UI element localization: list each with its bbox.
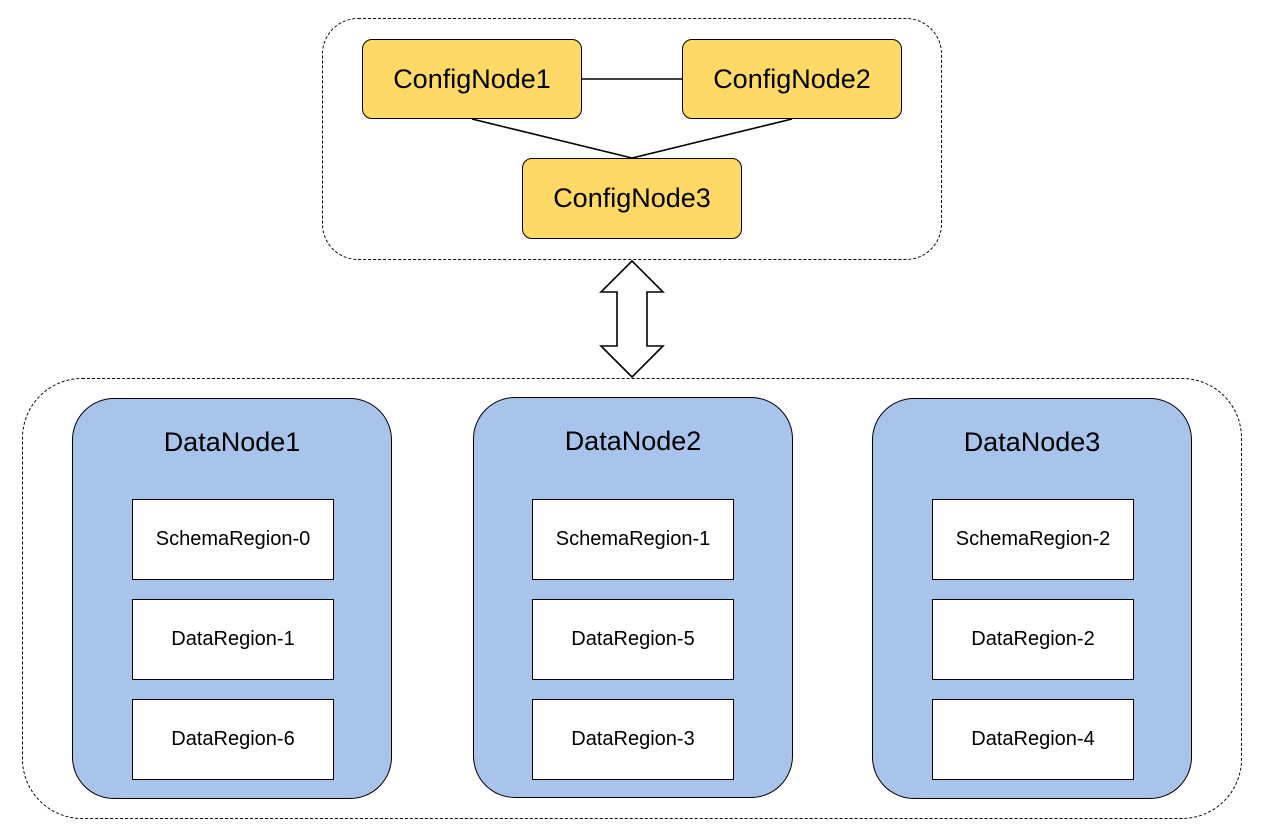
confignode-2-label: ConfigNode2 bbox=[713, 63, 871, 94]
region-label: DataRegion-3 bbox=[571, 728, 695, 750]
link-confignode2-confignode3 bbox=[631, 118, 793, 159]
region-label: DataRegion-4 bbox=[971, 728, 1095, 750]
datanode-2: DataNode2 SchemaRegion-1 DataRegion-5 Da… bbox=[473, 397, 793, 798]
confignode-1: ConfigNode1 bbox=[362, 39, 582, 119]
confignode-2: ConfigNode2 bbox=[682, 39, 902, 119]
datanode-cluster bbox=[22, 378, 1242, 819]
datanode-1-region-3: DataRegion-6 bbox=[132, 699, 334, 780]
datanode-3-region-1: SchemaRegion-2 bbox=[932, 499, 1134, 580]
confignode-3-label: ConfigNode3 bbox=[553, 183, 711, 213]
region-label: DataRegion-1 bbox=[171, 628, 295, 650]
datanode-2-title: DataNode2 bbox=[564, 426, 702, 456]
region-label: SchemaRegion-0 bbox=[155, 528, 311, 550]
confignode-3: ConfigNode3 bbox=[522, 158, 742, 239]
datanode-1-region-1: SchemaRegion-0 bbox=[132, 499, 334, 580]
region-label: DataRegion-2 bbox=[971, 628, 1095, 650]
datanode-3-region-2: DataRegion-2 bbox=[932, 599, 1134, 680]
datanode-1-region-2: DataRegion-1 bbox=[132, 599, 334, 680]
datanode-1: DataNode1 SchemaRegion-0 DataRegion-1 Da… bbox=[72, 398, 392, 799]
bidirectional-arrow-icon bbox=[599, 259, 665, 379]
datanode-2-region-2: DataRegion-5 bbox=[532, 599, 734, 680]
region-label: DataRegion-5 bbox=[571, 628, 695, 650]
datanode-1-title: DataNode1 bbox=[163, 427, 301, 457]
confignode-cluster bbox=[322, 18, 942, 260]
region-label: DataRegion-6 bbox=[171, 728, 295, 750]
link-confignode1-confignode3 bbox=[471, 118, 633, 159]
confignode-1-label: ConfigNode1 bbox=[393, 63, 551, 94]
region-label: SchemaRegion-1 bbox=[555, 528, 711, 550]
datanode-3-title: DataNode3 bbox=[963, 427, 1101, 457]
datanode-2-region-3: DataRegion-3 bbox=[532, 699, 734, 780]
datanode-3: DataNode3 SchemaRegion-2 DataRegion-2 Da… bbox=[872, 398, 1192, 799]
region-label: SchemaRegion-2 bbox=[955, 528, 1111, 550]
datanode-3-region-3: DataRegion-4 bbox=[932, 699, 1134, 780]
datanode-2-region-1: SchemaRegion-1 bbox=[532, 499, 734, 580]
